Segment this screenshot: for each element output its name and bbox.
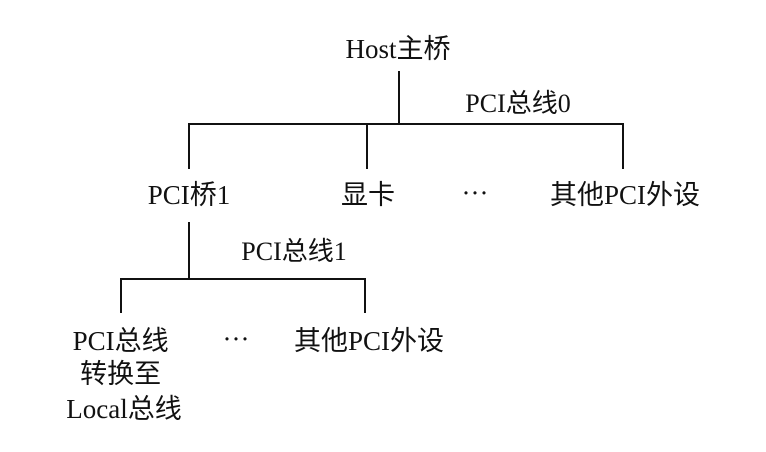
host-bridge-node: Host主桥 [345,34,450,64]
pci-to-local-line-2: 转换至 [80,359,161,389]
bus0-label: PCI总线0 [465,89,570,118]
other-pci-device-node: 其他PCI外设 [550,180,700,210]
pci-to-local-bus-node: PCI总线 转换至 Local总线 [66,326,181,424]
bus1-label: PCI总线1 [241,237,346,266]
other-pci-device-node: 其他PCI外设 [294,326,444,356]
pci-to-local-line-1: PCI总线 [73,326,169,356]
ellipsis-node: ··· [462,178,489,208]
ellipsis-node: ··· [223,324,250,354]
pci-to-local-line-3: Local总线 [66,394,181,424]
pci-bridge1-node: PCI桥1 [148,180,231,210]
graphics-card-node: 显卡 [341,180,395,210]
